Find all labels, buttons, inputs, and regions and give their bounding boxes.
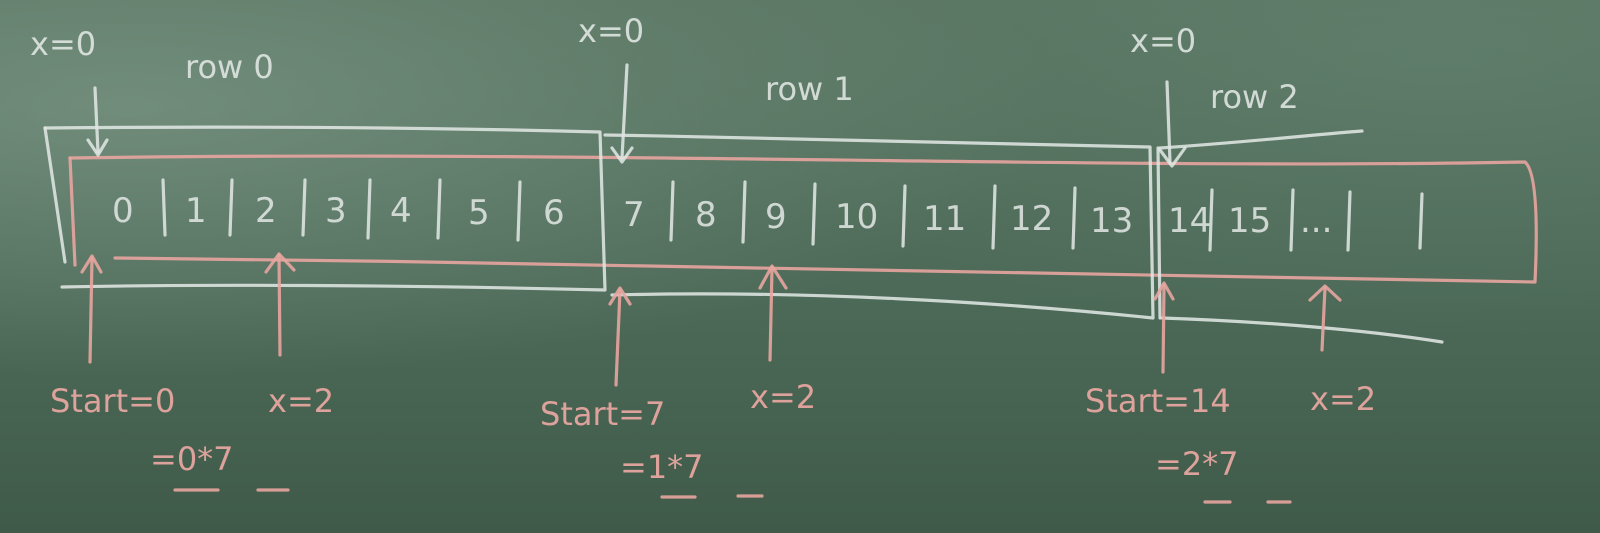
array-outline — [68, 154, 1538, 284]
cell-values: 0 1 2 3 4 5 6 7 8 9 10 11 12 13 14 15 ..… — [112, 191, 1332, 241]
cell-11: 11 — [923, 199, 966, 239]
row-0-x2-label: x=2 — [268, 382, 334, 420]
row-1-label: row 1 — [765, 70, 854, 108]
row-0-label: row 0 — [185, 48, 274, 86]
row-0-formula: =0*7 — [150, 440, 234, 478]
row-0-start-arrow — [80, 254, 103, 364]
cell-14: 14 — [1168, 201, 1211, 241]
row-0-x-marker: x=0 — [30, 25, 96, 63]
cell-10: 10 — [835, 197, 878, 237]
cell-13: 13 — [1090, 201, 1133, 241]
row-1-x2-arrow — [758, 264, 788, 362]
row-2-start-label: Start=14 — [1085, 382, 1231, 420]
row-2-formula: =2*7 — [1155, 445, 1239, 483]
cell-1: 1 — [185, 191, 207, 231]
cell-16: ... — [1300, 201, 1332, 241]
row-1-start-arrow — [608, 286, 632, 387]
formula-underlines — [173, 488, 1292, 504]
row-2-x2-label: x=2 — [1310, 380, 1376, 418]
row-1-x2-label: x=2 — [750, 378, 816, 416]
cell-3: 3 — [325, 191, 347, 231]
cell-15: 15 — [1228, 201, 1271, 241]
cell-6: 6 — [543, 193, 565, 233]
cell-dividers — [161, 178, 1424, 252]
row-1-box — [603, 133, 1155, 320]
row-0-start-label: Start=0 — [50, 382, 175, 420]
cell-8: 8 — [695, 195, 717, 235]
cell-7: 7 — [623, 195, 645, 235]
row-1-x0-arrow — [610, 63, 634, 164]
row-0-x0-arrow — [86, 86, 109, 157]
row-0-box — [43, 125, 607, 292]
row-1-formula: =1*7 — [620, 448, 704, 486]
cell-4: 4 — [390, 191, 412, 231]
row-2-x0-arrow — [1158, 80, 1187, 168]
row-1-start-label: Start=7 — [540, 395, 665, 433]
cell-5: 5 — [468, 193, 490, 233]
array-left-edge — [68, 156, 77, 267]
row-0-x2-arrow — [264, 252, 296, 357]
row-2-x-marker: x=0 — [1130, 22, 1196, 60]
row-2-x2-arrow — [1308, 284, 1342, 352]
row-2-start-arrow — [1153, 281, 1175, 374]
cell-12: 12 — [1010, 199, 1053, 239]
row-2-label: row 2 — [1210, 78, 1299, 116]
cell-2: 2 — [255, 191, 277, 231]
cell-0: 0 — [112, 191, 134, 231]
cell-9: 9 — [765, 197, 787, 237]
row-1-x-marker: x=0 — [578, 12, 644, 50]
